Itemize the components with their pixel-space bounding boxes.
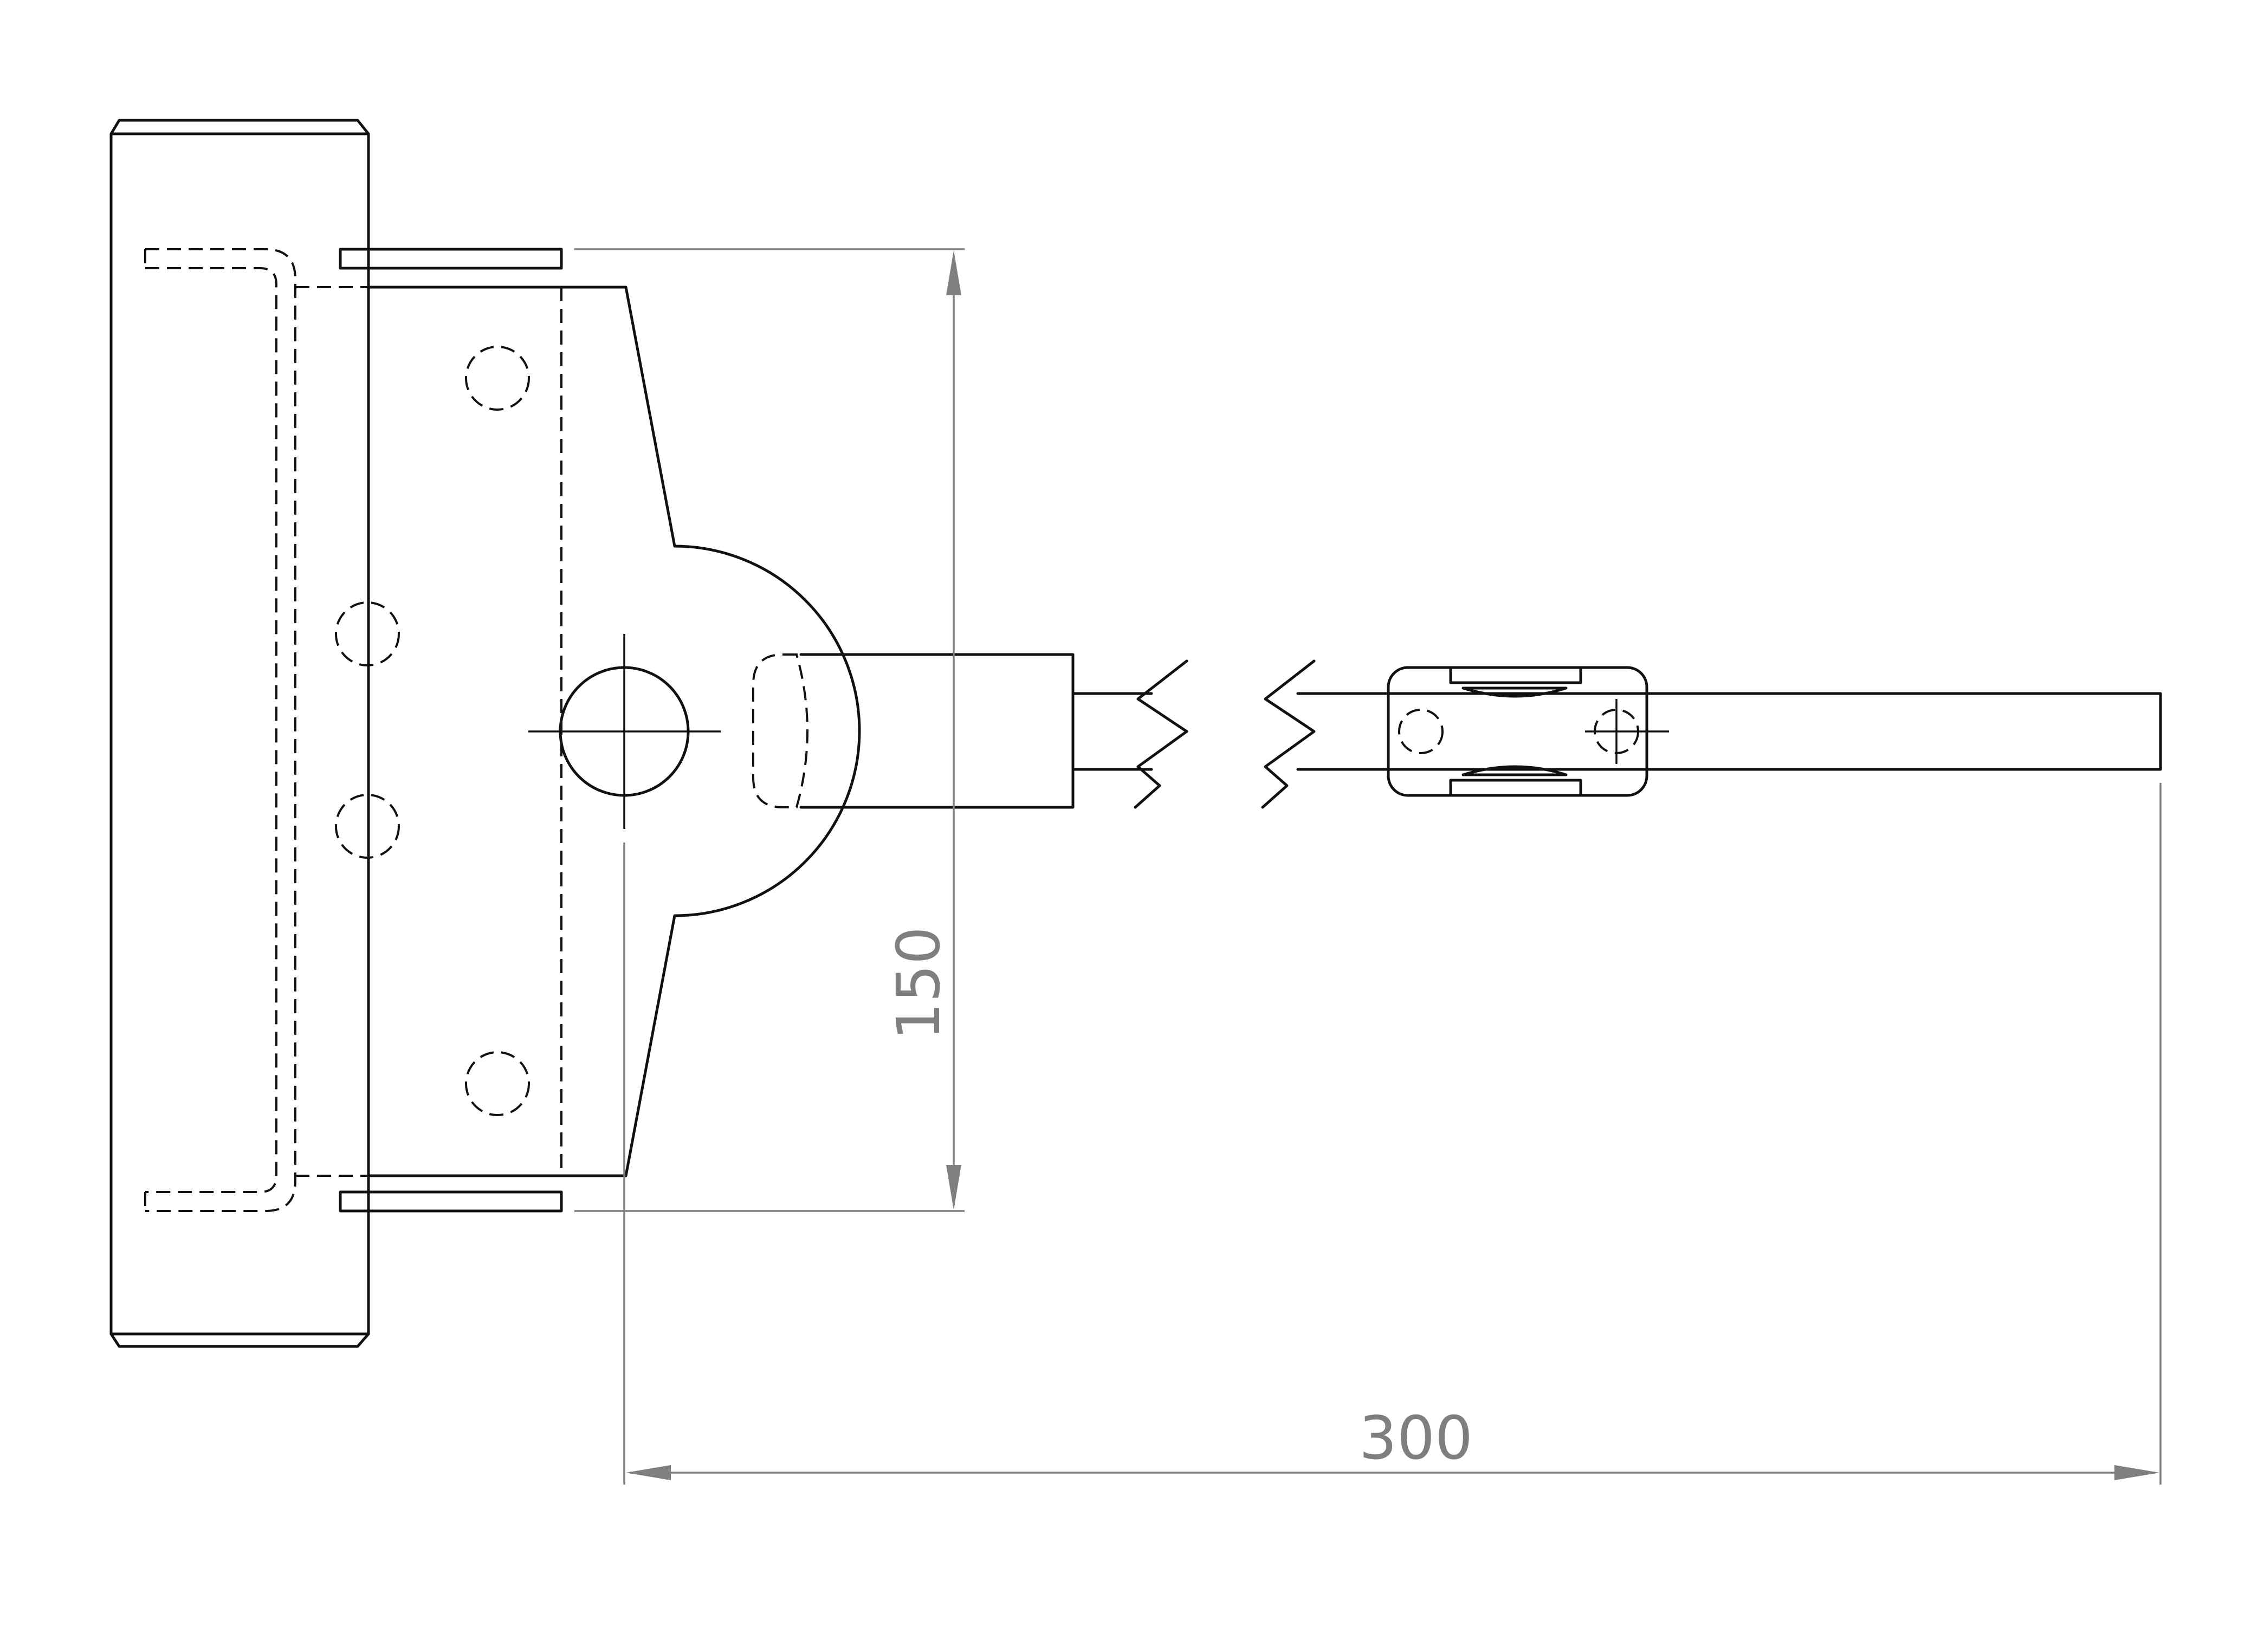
arm-right-outline bbox=[1296, 692, 2162, 771]
u-clamp-inner bbox=[145, 267, 277, 1193]
slider-block bbox=[1387, 666, 1669, 797]
clamp-strip-bottom bbox=[339, 1190, 563, 1213]
dim-height-label: 150 bbox=[884, 927, 953, 1040]
dim-length-arrow-left bbox=[626, 1465, 671, 1480]
slider-bottom-plate bbox=[1449, 779, 1582, 797]
arm-right-segment bbox=[1261, 659, 2162, 809]
slider-top-rollers bbox=[1461, 686, 1568, 698]
dim-height-arrow-bottom bbox=[946, 1165, 961, 1210]
socket-outline bbox=[799, 653, 1075, 809]
bolt-hole-2 bbox=[335, 601, 400, 666]
dimension-length: 300 bbox=[623, 783, 2162, 1485]
dim-length-label: 300 bbox=[1359, 1403, 1473, 1473]
hidden-u-clamp bbox=[144, 248, 368, 1212]
bolt-hole-4 bbox=[465, 1051, 530, 1116]
arm-socket bbox=[752, 653, 1075, 809]
u-clamp-outer bbox=[145, 248, 296, 1212]
socket-hidden-slot bbox=[752, 653, 808, 808]
bolt-hole-1 bbox=[465, 346, 530, 411]
post-outline bbox=[109, 119, 370, 1348]
slider-bottom-rollers bbox=[1461, 765, 1568, 776]
break-mark-left bbox=[1134, 659, 1188, 809]
mounting-post bbox=[109, 119, 370, 1348]
arm-left-segment bbox=[1071, 659, 1188, 809]
slider-hole-left bbox=[1398, 709, 1444, 754]
break-mark-right bbox=[1261, 659, 1316, 809]
slider-top-plate bbox=[1449, 666, 1582, 684]
clamp-strip-top bbox=[339, 248, 563, 270]
bracket-outline bbox=[367, 286, 861, 1177]
bolt-hole-3 bbox=[335, 794, 400, 859]
dim-length-arrow-right bbox=[2114, 1465, 2159, 1480]
dimension-height: 150 bbox=[574, 248, 965, 1212]
dim-height-arrow-top bbox=[946, 250, 961, 295]
pivot-hole bbox=[528, 634, 721, 829]
